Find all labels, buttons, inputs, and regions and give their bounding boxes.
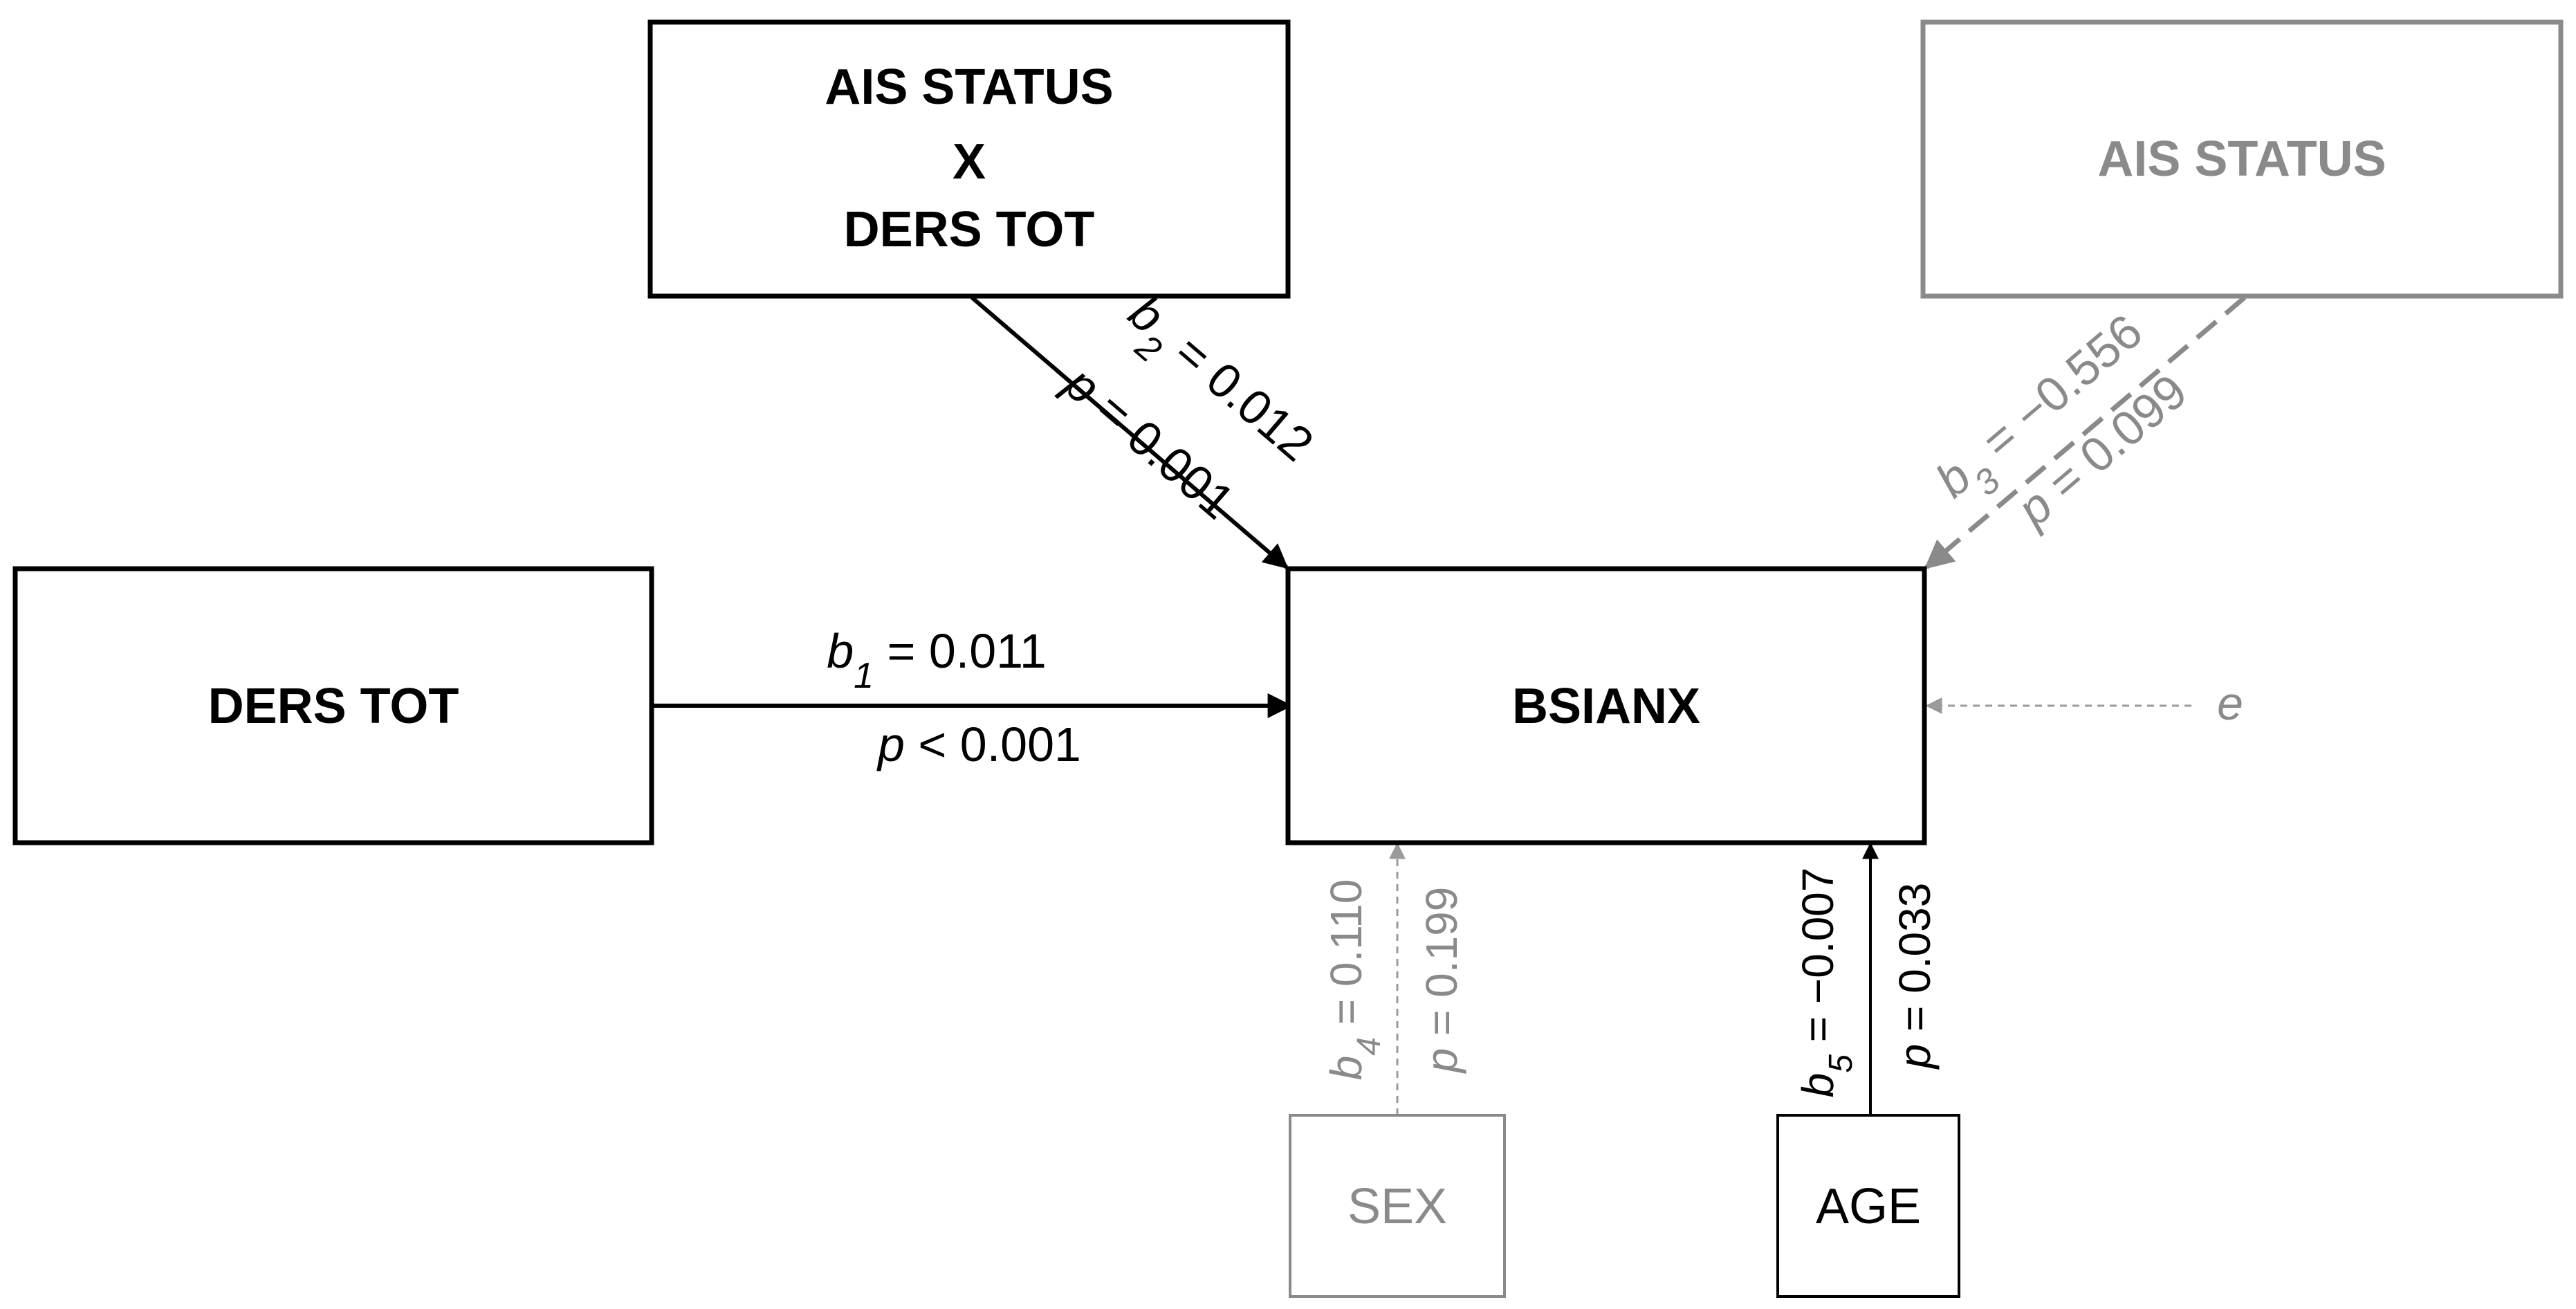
b3-label-group: b3 = −0.556 p = 0.099 — [1926, 304, 2197, 538]
b1-p-value: p < 0.001 — [876, 717, 1081, 771]
age-label: AGE — [1816, 1179, 1921, 1234]
interaction-label-line3: DERS TOT — [844, 202, 1095, 257]
sex-box — [1289, 1114, 1506, 1298]
ais-status-label: AIS STATUS — [2097, 131, 2386, 187]
b2-label-group: b2 = 0.012 p = 0.001 — [1054, 285, 1324, 529]
ders-tot-label: DERS TOT — [208, 679, 459, 734]
error-label: e — [2217, 677, 2243, 730]
b4-p-value: p = 0.199 — [1417, 887, 1466, 1074]
age-box — [1776, 1114, 1960, 1298]
bsianx-label: BSIANX — [1512, 679, 1700, 734]
b5-p-value: p = 0.033 — [1890, 883, 1940, 1070]
b5-coefficient: b5 = −0.007 — [1793, 868, 1859, 1098]
interaction-label-line1: AIS STATUS — [825, 60, 1113, 115]
arrow-b2 — [970, 295, 1289, 569]
ders-tot-box — [12, 566, 654, 845]
ais-status-box — [1920, 19, 2564, 299]
b4-coefficient: b4 = 0.110 — [1321, 879, 1388, 1081]
arrow-b3 — [1924, 295, 2247, 569]
interaction-box — [647, 19, 1291, 299]
interaction-label-line2: X — [953, 134, 986, 190]
sex-label: SEX — [1347, 1179, 1447, 1234]
b1-coefficient: b1 = 0.011 — [827, 624, 1047, 696]
bsianx-box — [1285, 566, 1927, 845]
